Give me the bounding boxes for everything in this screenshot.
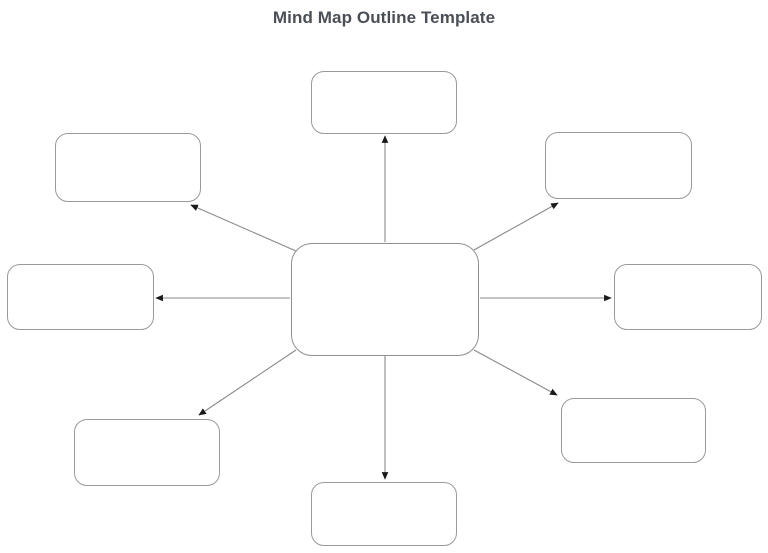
page-title: Mind Map Outline Template	[272, 8, 496, 27]
connector-top-left	[190, 204, 297, 252]
center-node[interactable]	[291, 243, 479, 356]
branch-node-top-right[interactable]	[545, 132, 692, 199]
branch-node-top[interactable]	[311, 71, 457, 134]
branch-node-top-left[interactable]	[55, 133, 201, 202]
branch-node-bottom-right[interactable]	[561, 398, 706, 463]
center-node-label	[292, 244, 478, 355]
branch-node-bottom-right-label	[562, 399, 705, 462]
branch-node-bottom-left-label	[75, 420, 219, 485]
branch-node-right-label	[615, 265, 761, 329]
connector-bottom-left	[198, 349, 297, 416]
branch-node-left-label	[8, 265, 153, 329]
branch-node-bottom-left[interactable]	[74, 419, 220, 486]
connector-top-right	[473, 202, 559, 251]
branch-node-right[interactable]	[614, 264, 762, 330]
branch-node-bottom[interactable]	[311, 482, 457, 546]
connector-bottom-right	[473, 349, 558, 396]
branch-node-top-left-label	[56, 134, 200, 201]
branch-node-top-right-label	[546, 133, 691, 198]
branch-node-bottom-label	[312, 483, 456, 545]
branch-node-top-label	[312, 72, 456, 133]
branch-node-left[interactable]	[7, 264, 154, 330]
